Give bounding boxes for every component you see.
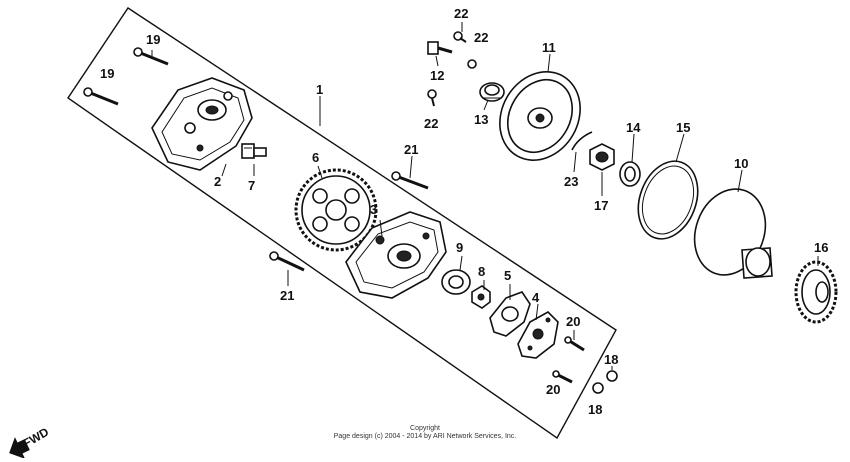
callout-22a: 22	[454, 6, 468, 21]
fwd-label: FWD	[21, 425, 52, 451]
callout-8: 8	[478, 264, 485, 279]
part-17-nut[interactable]	[589, 143, 615, 171]
leader-12	[435, 55, 439, 67]
part-19-bolt-lower[interactable]	[83, 87, 119, 106]
callout-14: 14	[626, 120, 641, 135]
callout-3: 3	[370, 202, 377, 217]
part-20-screw-lower[interactable]	[552, 370, 573, 384]
part-11-outer-drum[interactable]	[484, 57, 596, 175]
callout-19b: 19	[100, 66, 114, 81]
callout-5: 5	[504, 268, 511, 283]
leader-3	[379, 219, 383, 237]
part-16-gear[interactable]	[794, 260, 838, 324]
callout-18b: 18	[588, 402, 602, 417]
part-2-pump-cover[interactable]	[151, 77, 253, 171]
callout-20a: 20	[566, 314, 580, 329]
leader-9	[459, 255, 463, 271]
copyright-notice: Copyright Page design (c) 2004 - 2014 by…	[300, 425, 550, 441]
leader-14	[631, 133, 635, 163]
part-10-housing[interactable]	[683, 179, 777, 285]
part-22-screw-b[interactable]	[467, 59, 477, 69]
leader-11	[547, 53, 551, 73]
callout-9: 9	[456, 240, 463, 255]
leader-21	[409, 155, 413, 179]
part-5-gasket[interactable]	[489, 291, 531, 337]
part-13-spring-collar[interactable]	[479, 82, 505, 102]
callout-21a: 21	[404, 142, 418, 157]
callout-2: 2	[214, 174, 221, 189]
leader-23	[573, 151, 577, 173]
callout-17: 17	[594, 198, 608, 213]
assembly-outline-box	[67, 7, 617, 440]
callout-7: 7	[248, 178, 255, 193]
callout-13: 13	[474, 112, 488, 127]
part-22-screw-c[interactable]	[427, 89, 437, 107]
callout-16: 16	[814, 240, 828, 255]
callout-4: 4	[532, 290, 540, 305]
leader-13	[483, 99, 489, 111]
callout-15: 15	[676, 120, 690, 135]
callout-1: 1	[316, 82, 323, 97]
callout-19a: 19	[146, 32, 160, 47]
part-21-bolt-lower[interactable]	[269, 251, 305, 272]
part-22-screw-a[interactable]	[453, 31, 467, 43]
part-20-screw-upper[interactable]	[564, 336, 585, 352]
part-21-bolt-upper[interactable]	[391, 171, 429, 190]
part-6-driven-gear[interactable]	[294, 168, 378, 252]
leader-15	[675, 133, 685, 163]
leader-4	[535, 303, 539, 321]
callout-23: 23	[564, 174, 578, 189]
part-14-washer[interactable]	[619, 161, 641, 187]
callout-22b: 22	[474, 30, 488, 45]
part-23-pin[interactable]	[571, 131, 593, 151]
part-19-bolt-upper[interactable]	[133, 47, 169, 66]
part-4-plate[interactable]	[517, 311, 559, 359]
callout-6: 6	[312, 150, 319, 165]
callout-11: 11	[542, 40, 556, 55]
part-7-bolt[interactable]	[241, 143, 267, 159]
part-3-pump-body[interactable]	[345, 211, 447, 299]
part-15-gasket-ring[interactable]	[628, 153, 708, 247]
leader-6	[317, 165, 323, 179]
callout-20b: 20	[546, 382, 560, 397]
callout-22c: 22	[424, 116, 438, 131]
forward-arrow-icon	[9, 437, 30, 458]
callout-21b: 21	[280, 288, 294, 303]
callout-12: 12	[430, 68, 444, 83]
part-9-outer-rotor[interactable]	[441, 269, 471, 295]
part-18-washers[interactable]	[592, 370, 618, 394]
part-8-inner-rotor[interactable]	[471, 285, 491, 309]
callout-18a: 18	[604, 352, 618, 367]
part-12-bolt[interactable]	[427, 41, 453, 55]
forward-direction-indicator: FWD	[9, 425, 52, 458]
leader-10	[737, 169, 743, 193]
copyright-line-2: Page design (c) 2004 - 2014 by ARI Netwo…	[333, 433, 517, 440]
copyright-line-1: Copyright	[410, 425, 440, 432]
callout-10: 10	[734, 156, 748, 171]
leader-2	[221, 163, 227, 177]
